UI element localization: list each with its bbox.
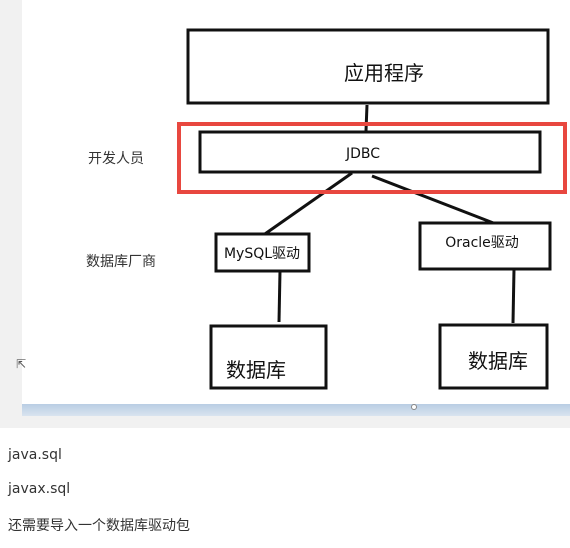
vendor-label: 数据库厂商: [86, 254, 156, 270]
note-javax-sql: javax.sql: [8, 481, 71, 497]
connector-app-jdbc: [364, 104, 369, 132]
image-bottom-border: [22, 404, 570, 416]
connector-jdbc-oracle: [371, 174, 497, 226]
developer-label: 开发人员: [88, 151, 144, 167]
mysql-driver-box: [214, 232, 311, 273]
application-label: 应用程序: [344, 61, 424, 85]
jdbc-label: JDBC: [345, 146, 380, 162]
mouse-pointer-icon: ⇱: [16, 357, 27, 371]
note-java-sql: java.sql: [8, 447, 62, 463]
jdbc-box: [198, 130, 542, 174]
application-box: [186, 28, 550, 105]
database-left-box: [209, 324, 328, 390]
note-driver-package: 还需要导入一个数据库驱动包: [8, 518, 190, 534]
oracle-driver-box: [418, 221, 552, 271]
oracle-driver-label: Oracle驱动: [445, 235, 519, 251]
resize-handle-icon[interactable]: [411, 404, 417, 410]
database-right-box: [438, 323, 549, 390]
connector-jdbc-mysql: [261, 171, 353, 238]
database-right-label: 数据库: [468, 349, 528, 373]
connector-oracle-db: [511, 268, 516, 324]
mysql-driver-label: MySQL驱动: [224, 246, 300, 262]
connector-mysql-db: [277, 270, 282, 323]
architecture-diagram: 应用程序 JDBC MySQL驱动 Oracle驱动 数据库 数据库: [177, 28, 567, 390]
jdbc-highlight-frame: [177, 122, 567, 194]
database-left-label: 数据库: [226, 358, 286, 382]
